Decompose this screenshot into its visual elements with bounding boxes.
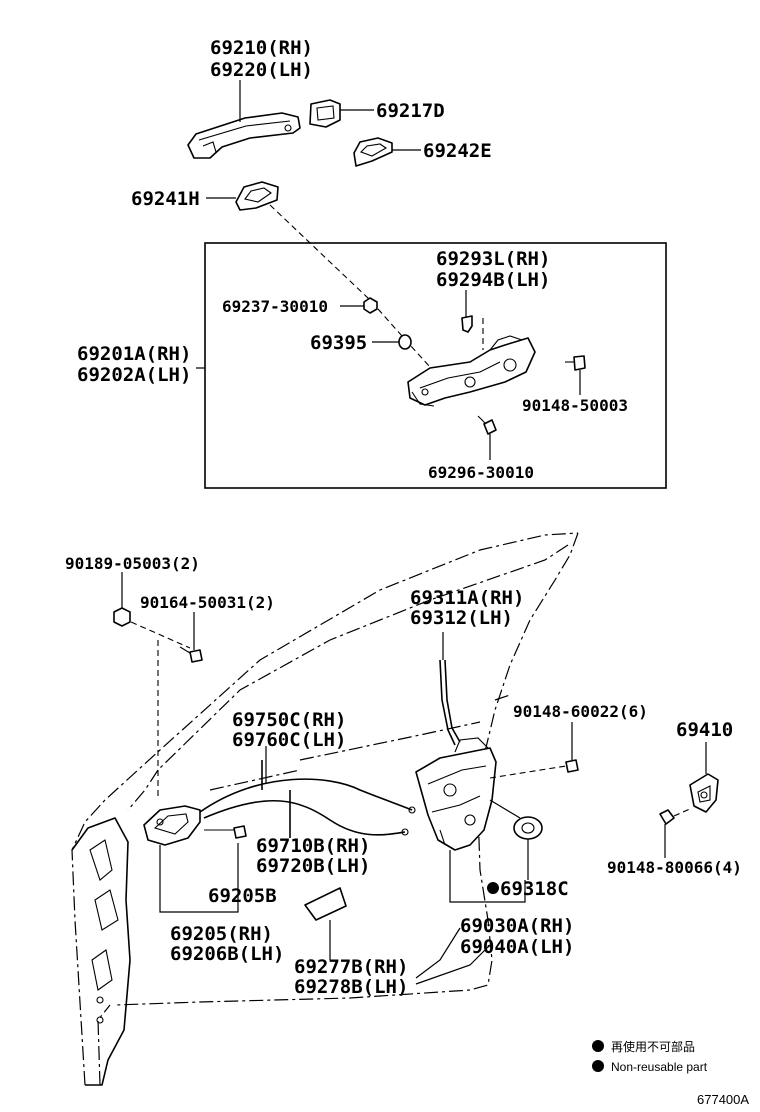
handle-frame: [407, 335, 536, 407]
label-69220: 69220(LH): [210, 59, 313, 81]
label-69278b: 69278B(LH): [294, 976, 408, 998]
legend-en-text: Non-reusable part: [611, 1060, 708, 1074]
nut-69237: [363, 297, 378, 314]
label-69237: 69237-30010: [222, 297, 328, 316]
label-69210: 69210(RH): [210, 37, 313, 59]
label-69030a: 69030A(RH): [460, 915, 574, 937]
label-90164: 90164-50031(2): [140, 593, 275, 612]
lock-rod: [439, 659, 461, 746]
label-90148-50003: 90148-50003: [522, 396, 628, 415]
part-labels: 69210(RH) 69220(LH) 69217D 69242E 69241H…: [65, 37, 742, 998]
legend-dot-jp: [592, 1040, 604, 1052]
label-69720b: 69720B(LH): [256, 855, 370, 877]
handle-cap: [309, 99, 341, 128]
weatherstrip-69277b: [304, 887, 347, 921]
screw-69296: [477, 415, 497, 435]
label-69242e: 69242E: [423, 140, 492, 162]
frame-assembly-box: [204, 242, 667, 489]
label-69202a: 69202A(LH): [77, 364, 191, 386]
label-69311a: 69311A(RH): [410, 587, 524, 609]
door-lock-assembly: [415, 737, 497, 851]
legend-jp-text: 再使用不可部品: [611, 1039, 695, 1054]
label-90148-80066: 90148-80066(4): [607, 858, 742, 877]
label-69410: 69410: [676, 719, 733, 741]
bracket-69205: [159, 843, 239, 913]
inside-handle: [143, 805, 201, 846]
dashed-link-pad: [269, 204, 441, 379]
label-69318c: 69318C: [500, 878, 569, 900]
hinge-panel: [71, 817, 131, 1086]
label-69201a: 69201A(RH): [77, 343, 191, 365]
label-69760c: 69760C(LH): [232, 729, 346, 751]
bolt-90164: [179, 646, 203, 663]
label-69395: 69395: [310, 332, 367, 354]
label-90148-60022: 90148-60022(6): [513, 702, 648, 721]
label-69296: 69296-30010: [428, 463, 534, 482]
label-69750c: 69750C(RH): [232, 709, 346, 731]
label-69206b: 69206B(LH): [170, 943, 284, 965]
nut-90189: [113, 607, 131, 627]
clip-69205b: [204, 825, 247, 839]
bracket-69030: [449, 850, 526, 903]
label-69205: 69205(RH): [170, 923, 273, 945]
grommet-69395: [398, 334, 412, 350]
outside-handle: [187, 112, 301, 159]
grommet-69318c: [513, 816, 543, 840]
label-69710b: 69710B(RH): [256, 835, 370, 857]
label-69277b: 69277B(RH): [294, 956, 408, 978]
label-69217d: 69217D: [376, 100, 445, 122]
striker-69410: [689, 773, 719, 813]
bolt-90148-50003: [565, 355, 586, 371]
legend-dot-en: [592, 1060, 604, 1072]
lock-cables: [199, 760, 416, 838]
figure-code: 677400A: [697, 1092, 749, 1107]
rear-pad: [235, 181, 279, 211]
label-90189: 90189-05003(2): [65, 554, 200, 573]
screw-90148-60022: [489, 759, 579, 779]
bolt-90148-80066: [659, 807, 693, 825]
label-69293l: 69293L(RH): [436, 248, 550, 270]
legend: 再使用不可部品 Non-reusable part: [592, 1039, 708, 1074]
non-reusable-mark: [487, 882, 499, 894]
handle-pad: [353, 137, 393, 167]
clip-69293: [461, 315, 473, 333]
label-69312: 69312(LH): [410, 607, 513, 629]
label-69241h: 69241H: [131, 188, 200, 210]
label-69040a: 69040A(LH): [460, 936, 574, 958]
door-outline: [71, 532, 579, 1086]
label-69294b: 69294B(LH): [436, 269, 550, 291]
label-69205b: 69205B: [208, 885, 277, 907]
